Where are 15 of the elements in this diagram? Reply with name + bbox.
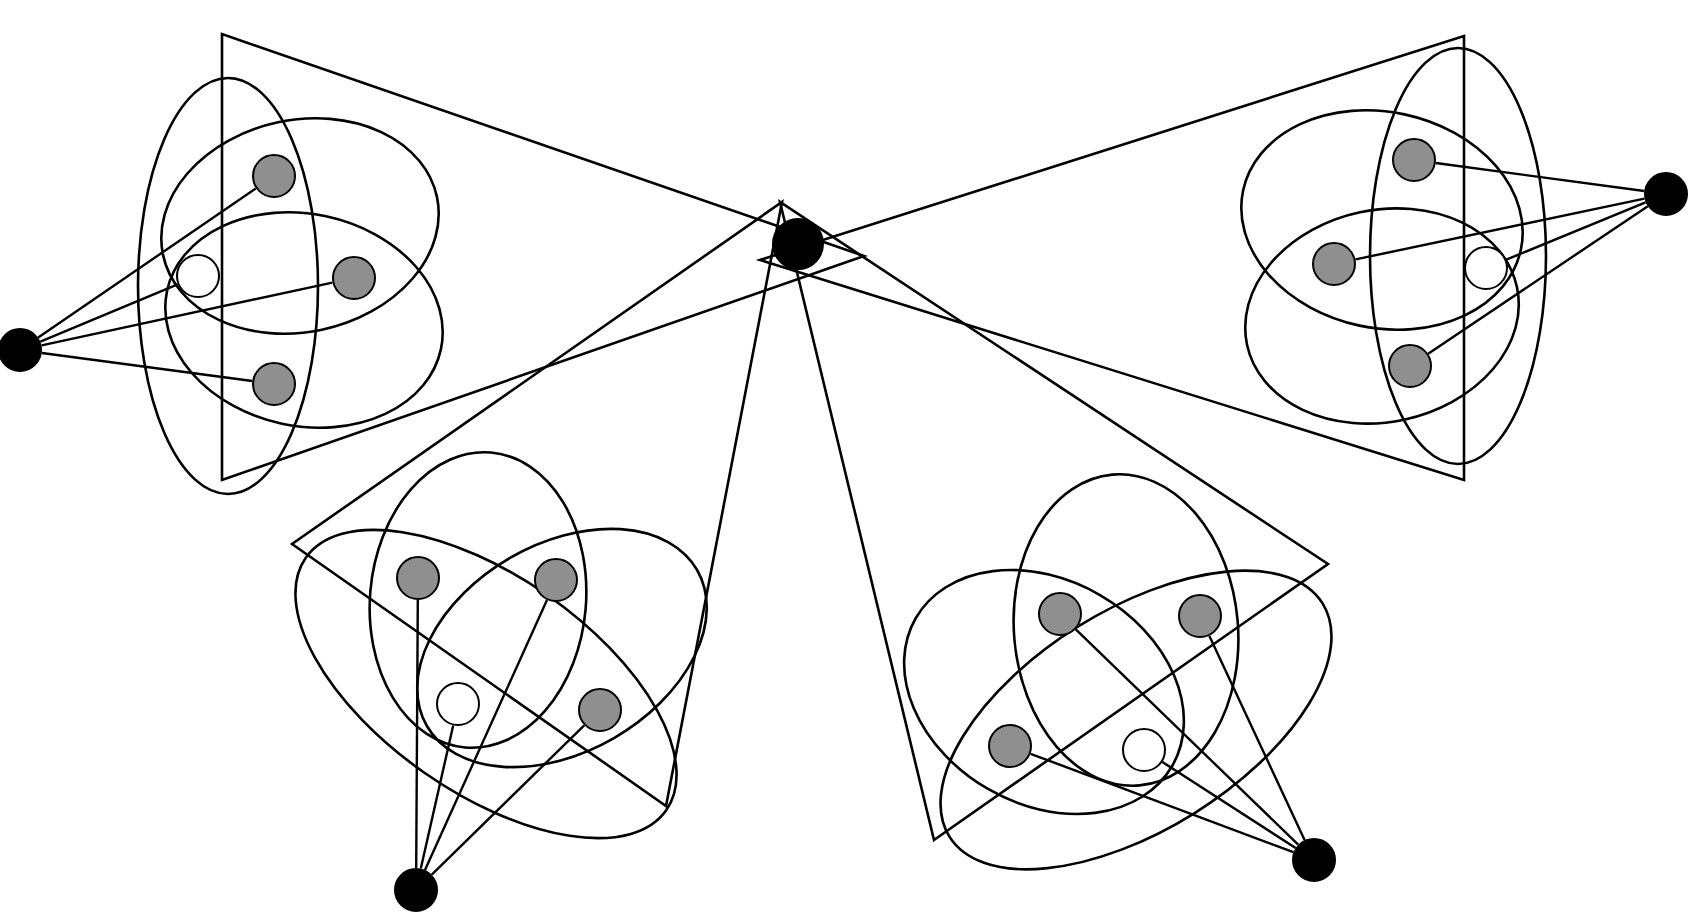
connector-line [1161, 761, 1297, 849]
connector-line [41, 281, 333, 347]
connector-line [1208, 635, 1306, 841]
connector-line [1030, 752, 1294, 854]
connector-line [1427, 205, 1649, 355]
connector-line [1435, 161, 1645, 193]
connector-line [419, 725, 455, 869]
connector-line [1505, 201, 1647, 261]
connector-line [1074, 628, 1300, 846]
connector-line [41, 351, 253, 383]
connector-line [39, 283, 179, 343]
connector-line [415, 600, 419, 868]
connector-line [37, 187, 257, 339]
connector-line [1355, 197, 1645, 261]
connector-line [423, 599, 549, 871]
